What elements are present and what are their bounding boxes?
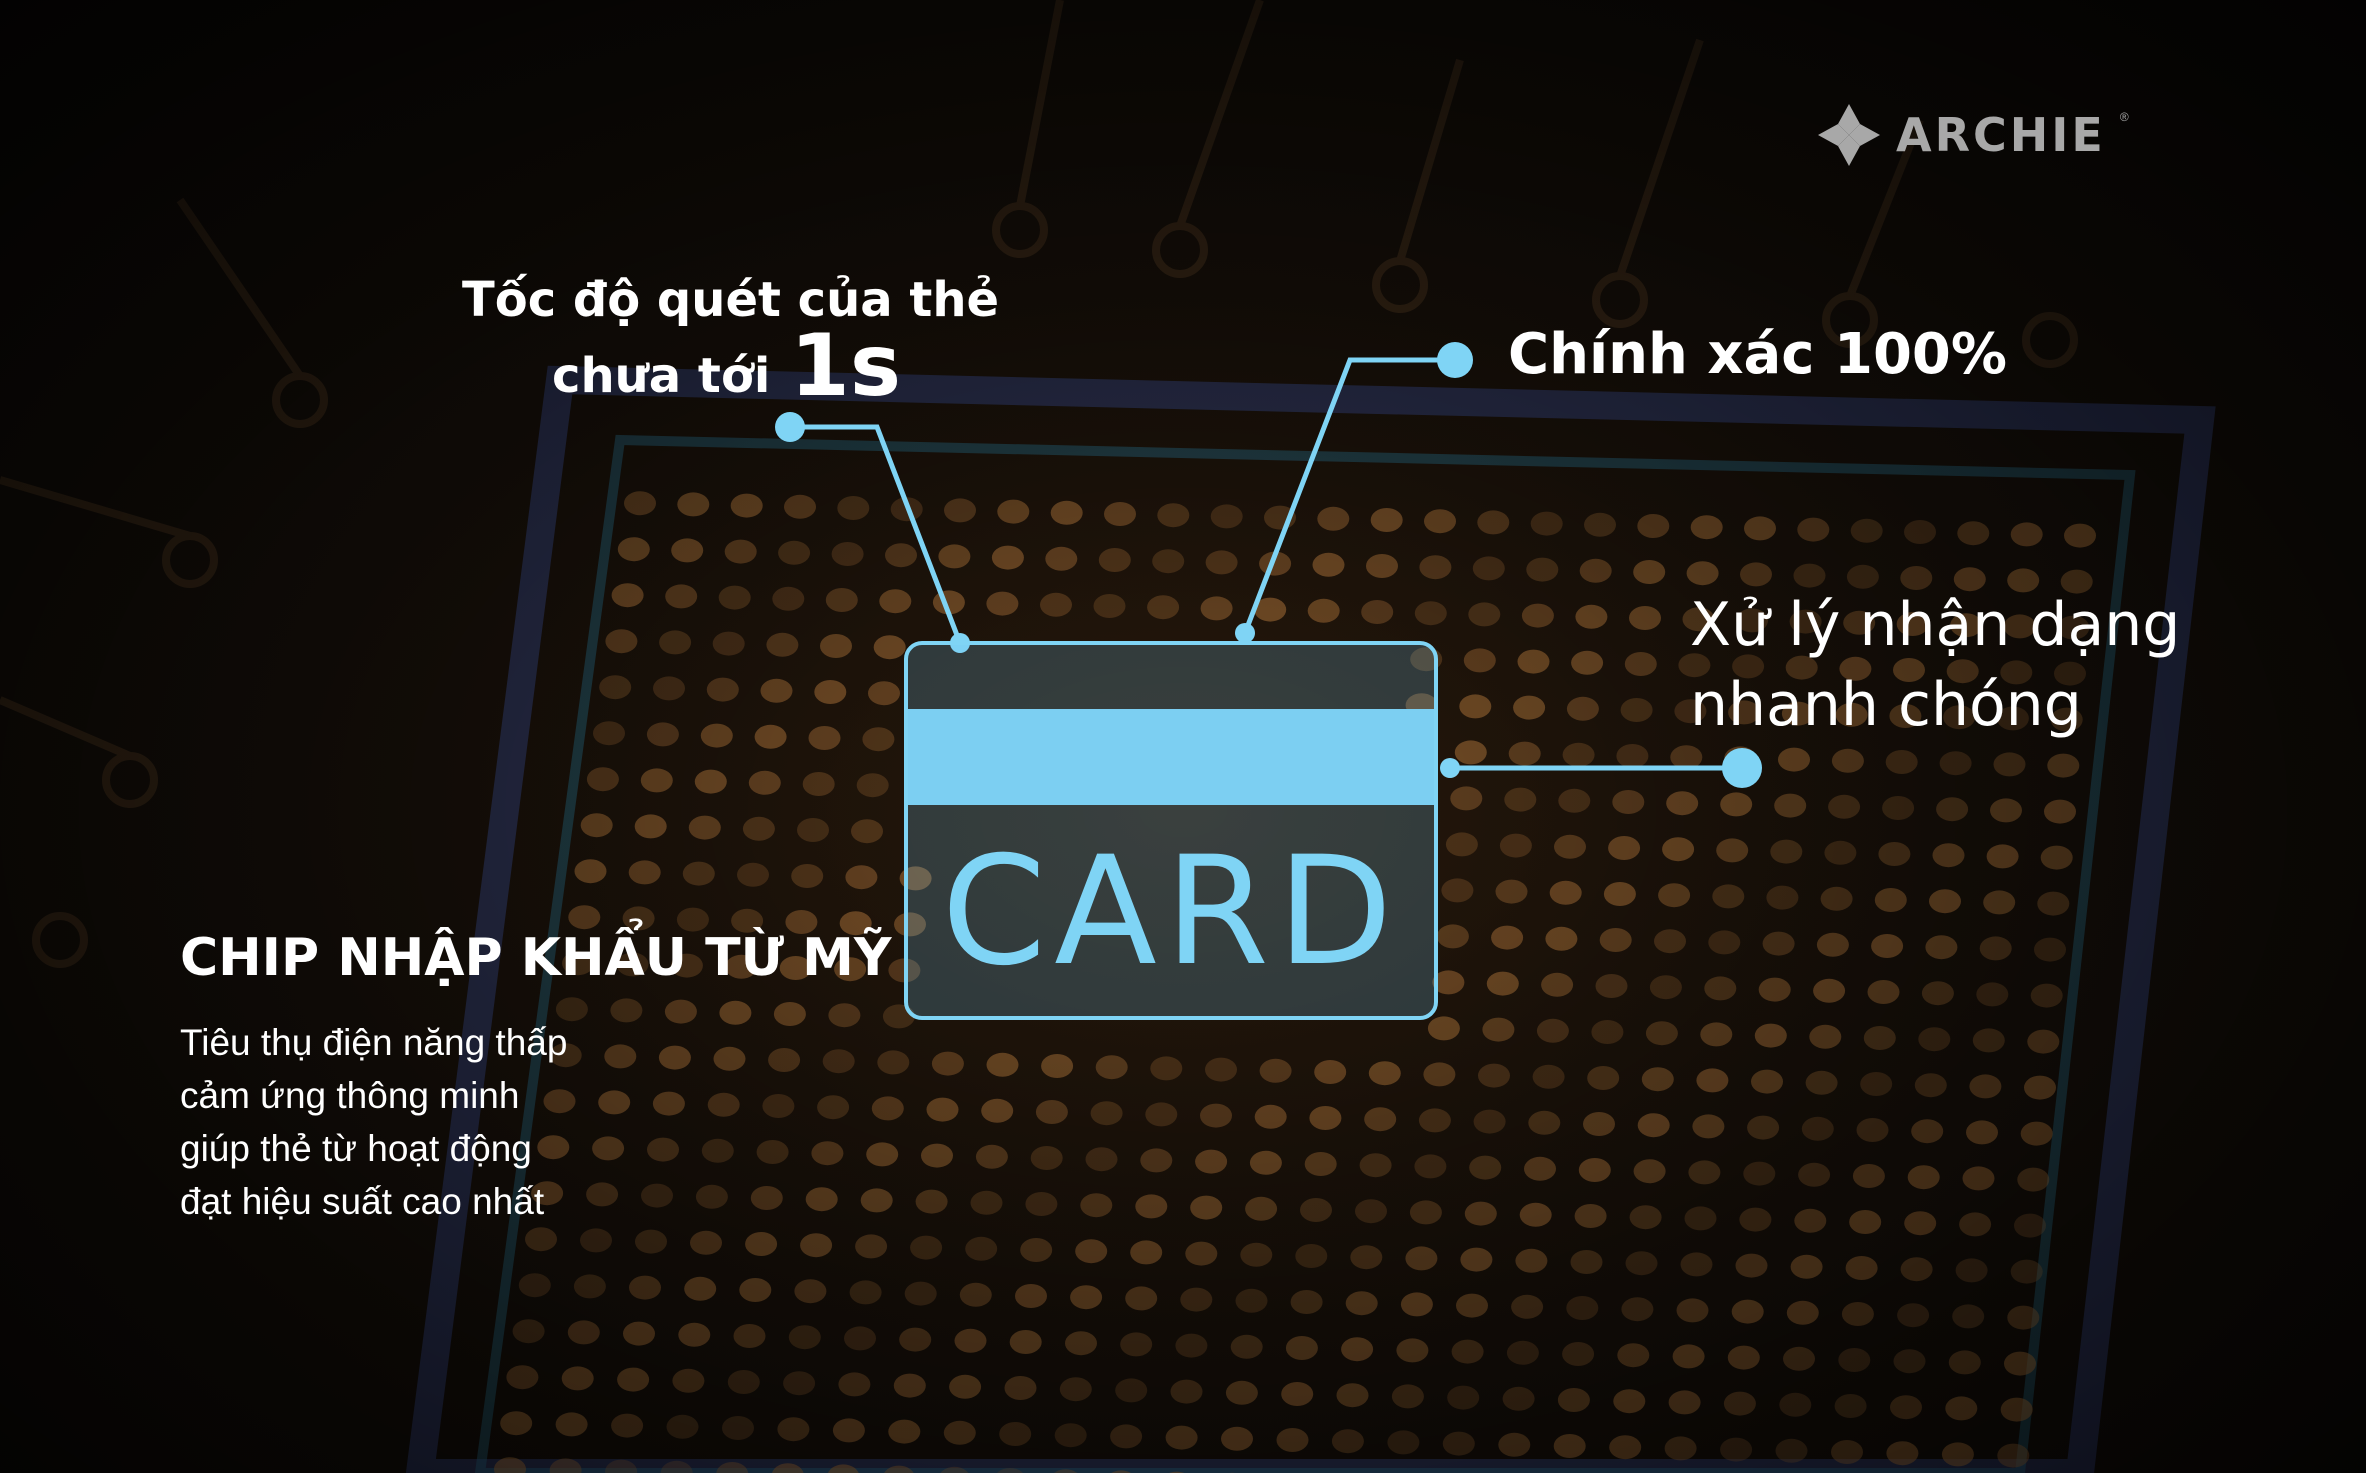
chip-heading: CHIP NHẬP KHẨU TỪ MỸ xyxy=(180,928,892,988)
magnetic-stripe xyxy=(908,709,1434,805)
chip-line-1: Tiêu thụ điện năng thấp xyxy=(180,1022,568,1063)
card-graphic: CARD xyxy=(904,641,1438,1020)
chip-line-2: cảm ứng thông minh xyxy=(180,1075,520,1116)
recognition-line2: nhanh chóng xyxy=(1690,670,2082,740)
brand-name: ARCHIE xyxy=(1896,108,2106,162)
chip-line-4: đạt hiệu suất cao nhất xyxy=(180,1181,545,1222)
registered-mark: ® xyxy=(2119,110,2129,124)
archie-diamond-logo-icon xyxy=(1818,104,1880,166)
scan-speed-line1: Tốc độ quét của thẻ xyxy=(462,272,1000,328)
archie-logo: ARCHIE ® xyxy=(1816,98,2129,172)
scan-speed-line2-prefix: chưa tới xyxy=(552,348,771,404)
scan-speed-value: 1s xyxy=(790,316,902,416)
recognition-line1: Xử lý nhận dạng xyxy=(1690,590,2181,660)
accuracy-text: Chính xác 100% xyxy=(1508,322,2007,387)
card-label: CARD xyxy=(941,825,1401,999)
chip-line-3: giúp thẻ từ hoạt động xyxy=(180,1128,532,1169)
